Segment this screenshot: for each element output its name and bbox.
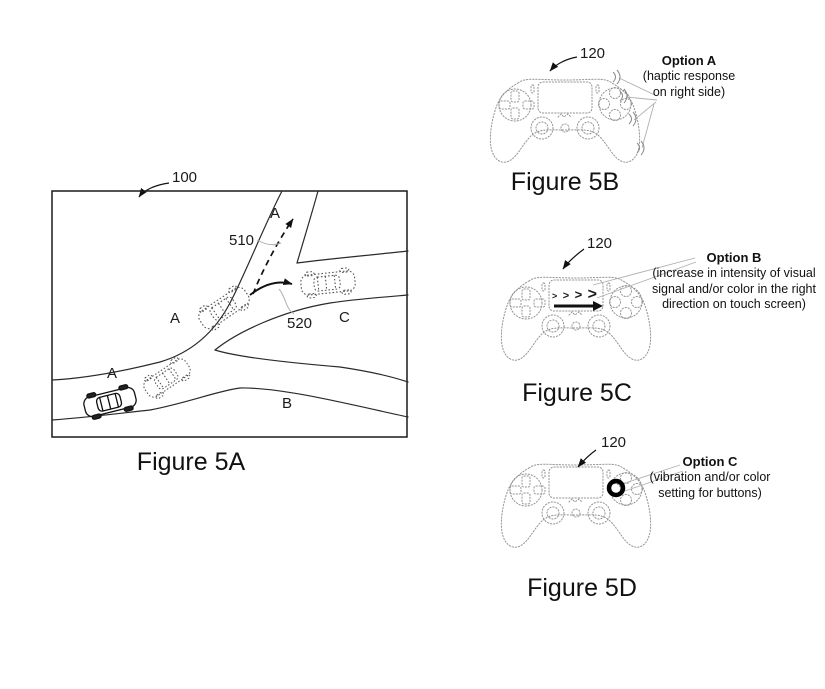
touchpad-signal: > > > >: [552, 286, 603, 311]
option-a-title: Option A: [661, 53, 717, 68]
figure-frame: [51, 190, 408, 438]
option-c-line-2: setting for buttons): [658, 485, 762, 500]
figure-5d-caption: Figure 5D: [527, 574, 637, 602]
car-ghost-3: [300, 267, 356, 299]
figure-5c-drawing: 120 > > > >: [500, 235, 697, 361]
option-c-title: Option C: [682, 454, 738, 469]
figure-5a-panel: 100: [40, 160, 420, 490]
haptic-wave-icon: [612, 69, 645, 156]
car-ghost-1: [143, 356, 191, 400]
route-arrow-dashed-510: [252, 218, 294, 295]
label-branch-a-left: A: [107, 365, 117, 382]
figure-5c-panel: 120 > > > > Option B (increase in intens…: [470, 225, 825, 420]
option-a-line-2: on right side): [652, 84, 726, 99]
option-c-leader-lines: [621, 464, 684, 492]
option-b-line-3: direction on touch screen): [662, 297, 806, 311]
ref-label-120: 120: [587, 235, 612, 252]
figure-5d-panel: 120 Option C (vibration and/or color set…: [470, 425, 825, 610]
road-network: [51, 190, 409, 421]
haptic-leader-lines: [618, 77, 658, 149]
touchpad-arrow-head: [593, 301, 603, 311]
figure-5c-caption: Figure 5C: [522, 379, 632, 407]
route-arrow-solid-520: [249, 278, 293, 296]
ref-120-arrow: [577, 449, 597, 468]
figure-5d-drawing: 120: [500, 434, 684, 548]
label-branch-b: B: [282, 395, 292, 412]
option-b-title: Option B: [706, 250, 762, 265]
option-b-note: Option B (increase in intensity of visua…: [639, 249, 825, 313]
label-branch-c: C: [339, 309, 350, 326]
figure-5a-drawing: 100: [51, 169, 409, 438]
ref-label-120: 120: [601, 434, 626, 451]
option-c-line-1: (vibration and/or color: [649, 470, 771, 484]
label-520-leader: [278, 288, 295, 315]
figure-5b-panel: 120 Option A (haptic response on right s…: [470, 30, 825, 215]
option-c-note: Option C (vibration and/or color setting…: [620, 453, 800, 501]
ref-120-arrow: [549, 56, 578, 72]
figure-5b-drawing: 120: [489, 45, 658, 163]
touchpad-chevrons: > > > >: [552, 286, 598, 303]
option-a-line-1: (haptic response: [642, 69, 736, 83]
option-b-line-2: signal and/or color in the right: [652, 281, 816, 296]
button-highlight-ring: [606, 478, 626, 498]
label-510: 510: [229, 232, 254, 249]
label-branch-a-top: A: [270, 205, 280, 222]
ref-label-100: 100: [172, 169, 197, 186]
figure-5a-caption: Figure 5A: [136, 448, 246, 476]
option-a-note: Option A (haptic response on right side): [609, 52, 769, 100]
car-ego: [83, 384, 137, 420]
option-b-leader-lines: [592, 257, 697, 299]
label-510-leader: [256, 239, 282, 246]
ref-label-120: 120: [580, 45, 605, 62]
label-520: 520: [287, 315, 312, 332]
ref-100-arrow: [138, 182, 170, 198]
car-ghost-2: [198, 285, 250, 331]
option-b-line-1: (increase in intensity of visual: [652, 266, 816, 280]
ref-120-arrow: [562, 248, 585, 270]
label-branch-a-mid: A: [170, 310, 180, 327]
figure-5b-caption: Figure 5B: [510, 168, 620, 196]
